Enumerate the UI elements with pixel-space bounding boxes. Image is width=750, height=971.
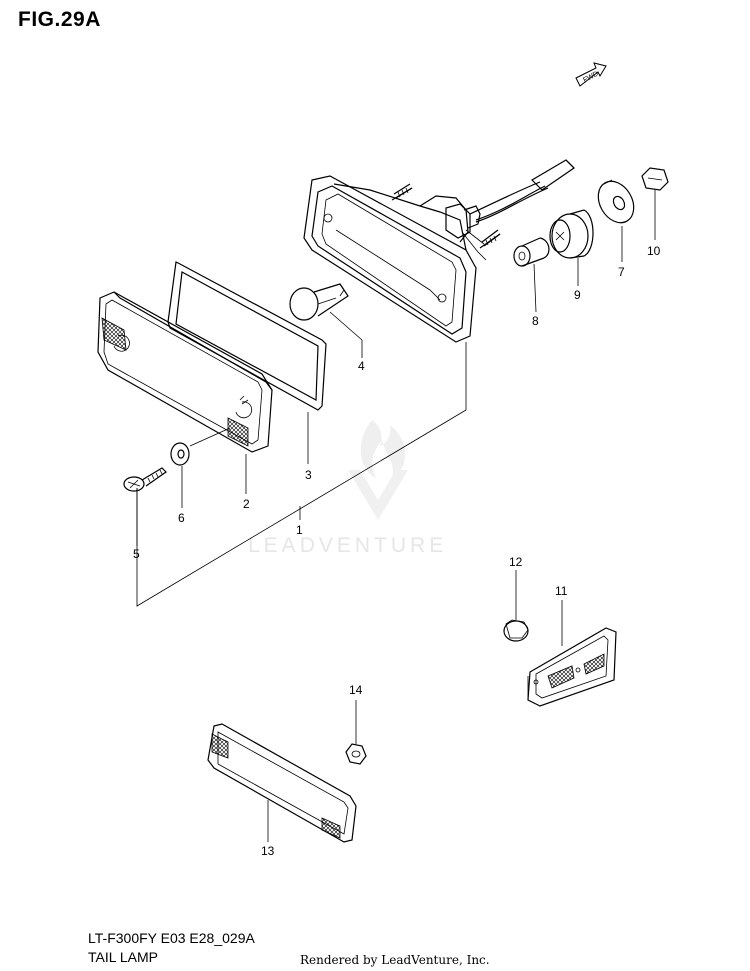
- leader-lines: [136, 190, 656, 842]
- callout-3: 3: [305, 468, 312, 482]
- bulb: [289, 283, 349, 321]
- lens-gasket: [167, 261, 327, 411]
- figure-title: FIG.29A: [18, 8, 101, 31]
- watermark-logo: [348, 420, 408, 520]
- nut-reflector-rear: [345, 743, 367, 765]
- model-code: LT-F300FY E03 E28_029A: [88, 930, 255, 946]
- washer-large: [597, 179, 635, 224]
- washer-small: [170, 442, 190, 466]
- callout-9: 9: [574, 288, 581, 302]
- callout-13: 13: [261, 844, 275, 858]
- callout-11: 11: [555, 584, 568, 598]
- callout-7: 7: [618, 265, 625, 279]
- watermark-text: LEADVENTURE: [248, 534, 447, 557]
- callout-8: 8: [532, 314, 539, 328]
- callout-10: 10: [647, 244, 661, 258]
- callout-12: 12: [509, 555, 523, 569]
- collar: [513, 237, 550, 267]
- callout-4: 4: [358, 359, 365, 373]
- callout-1: 1: [296, 523, 303, 537]
- grommet: [549, 209, 594, 259]
- fwd-label: FWD: [582, 70, 599, 84]
- lamp-lens: [97, 291, 273, 453]
- callout-2: 2: [243, 497, 250, 511]
- fwd-arrow-icon: FWD: [575, 62, 607, 87]
- callout-14: 14: [349, 683, 363, 697]
- reflector-rear: [207, 723, 357, 843]
- lamp-housing: [303, 159, 575, 343]
- nut-upper: [641, 167, 669, 191]
- callout-6: 6: [178, 511, 185, 525]
- nut-reflector-side: [503, 619, 529, 642]
- callout-5: 5: [133, 547, 140, 561]
- render-credit: Rendered by LeadVenture, Inc.: [300, 953, 490, 967]
- figure-caption: TAIL LAMP: [88, 949, 159, 965]
- reflector-side: [527, 627, 617, 707]
- screw: [123, 467, 167, 492]
